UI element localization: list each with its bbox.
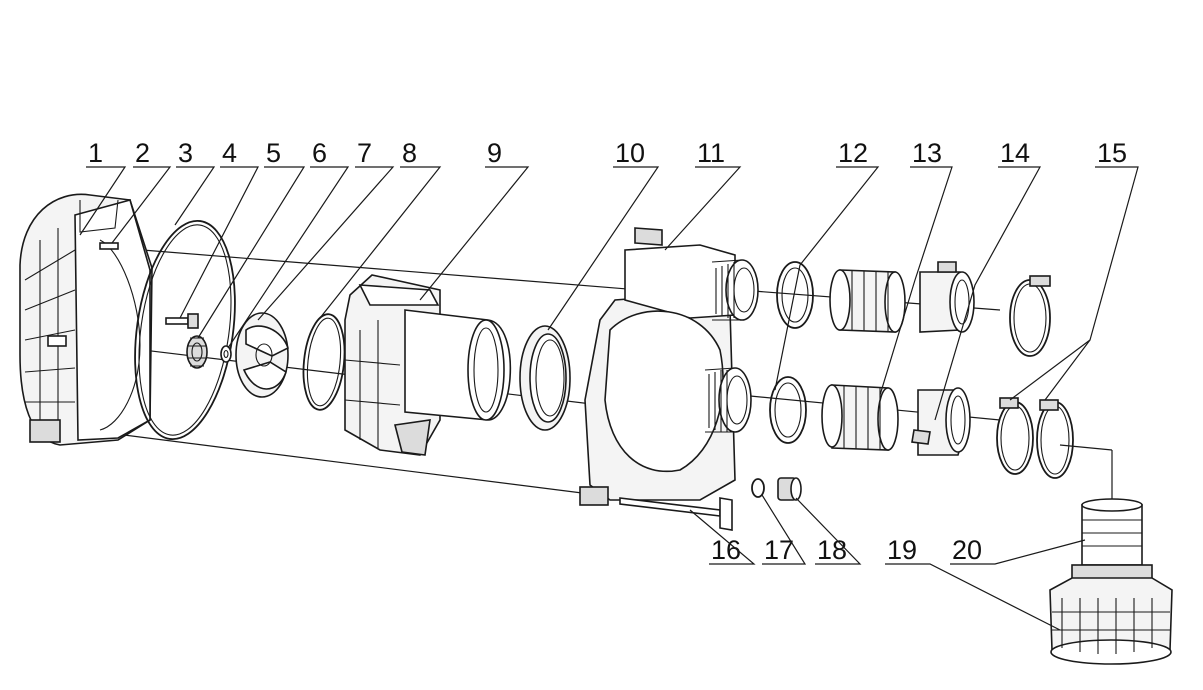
part-15-clamp-upper (1009, 275, 1051, 357)
callout-20: 20 (952, 535, 982, 565)
leader-14 (934, 166, 1042, 421)
leader-7 (257, 166, 395, 321)
leader-12 (774, 166, 880, 391)
callout-14: 14 (1000, 138, 1030, 168)
part-12-gasket-lower (769, 376, 807, 444)
callout-18: 18 (817, 535, 847, 565)
part-6-washer (220, 345, 232, 363)
leader-11 (664, 166, 742, 251)
callout-8: 8 (402, 138, 417, 168)
part-4-bolt (165, 313, 199, 329)
thread-outlet-upper (711, 259, 759, 321)
leader-5 (197, 166, 306, 339)
callout-13: 13 (912, 138, 942, 168)
leader-17 (761, 494, 807, 565)
leader-16 (689, 509, 756, 565)
callout-12: 12 (838, 138, 868, 168)
callout-10: 10 (615, 138, 645, 168)
callout-6: 6 (312, 138, 327, 168)
leader-2 (111, 166, 172, 244)
part-3-gasket (134, 219, 236, 441)
leader-13 (879, 166, 953, 396)
part-15-clamp-lower-right (1036, 399, 1074, 479)
callout-15: 15 (1097, 138, 1127, 168)
part-15-clamp-lower-left (996, 397, 1034, 475)
part-9-volute (344, 274, 512, 456)
callout-19: 19 (887, 535, 917, 565)
callout-9: 9 (487, 138, 502, 168)
part-13-hose-barb-upper (829, 269, 906, 333)
leader-8 (319, 166, 442, 319)
part-14-union-nut-lower (911, 387, 971, 456)
leader-lines (79, 166, 1139, 631)
part-14-union-nut-upper (919, 261, 975, 333)
leader-19 (885, 563, 1061, 631)
leader-6 (227, 166, 350, 349)
part-18-drain-plug (777, 477, 802, 501)
callout-7: 7 (357, 138, 372, 168)
callout-1: 1 (88, 138, 103, 168)
leader-1 (79, 166, 127, 236)
callout-4: 4 (222, 138, 237, 168)
callout-2: 2 (135, 138, 150, 168)
leader-18 (795, 497, 862, 565)
part-10-wear-ring (519, 325, 571, 431)
thread-outlet-lower (704, 367, 752, 433)
part-8-o-ring (302, 313, 346, 411)
leader-15b (1009, 339, 1091, 401)
part-7-impeller (235, 312, 289, 398)
part-13-hose-barb-lower (821, 384, 899, 451)
part-11-pump-body (579, 227, 759, 506)
part-1-frame-housing (19, 193, 153, 446)
leader-20 (950, 539, 1086, 565)
leader-4 (179, 166, 259, 319)
callouts: 1 2 3 4 5 6 7 8 9 10 11 12 13 14 15 16 1… (88, 138, 1127, 565)
callout-11: 11 (697, 138, 725, 168)
leader-15 (1044, 166, 1139, 401)
part-2-stud (99, 242, 119, 250)
leader-3 (174, 166, 216, 226)
leader-10 (547, 166, 660, 331)
part-12-gasket-upper (776, 261, 814, 329)
part-19-strainer-basket (1049, 577, 1173, 665)
part-17-small-o-ring (751, 478, 765, 498)
leader-9 (419, 166, 530, 301)
callout-3: 3 (178, 138, 193, 168)
part-20-strainer-barb (1071, 498, 1153, 580)
callout-5: 5 (266, 138, 281, 168)
callout-17: 17 (764, 535, 794, 565)
part-16-drain-key (619, 497, 733, 531)
part-5-seal (186, 335, 208, 369)
